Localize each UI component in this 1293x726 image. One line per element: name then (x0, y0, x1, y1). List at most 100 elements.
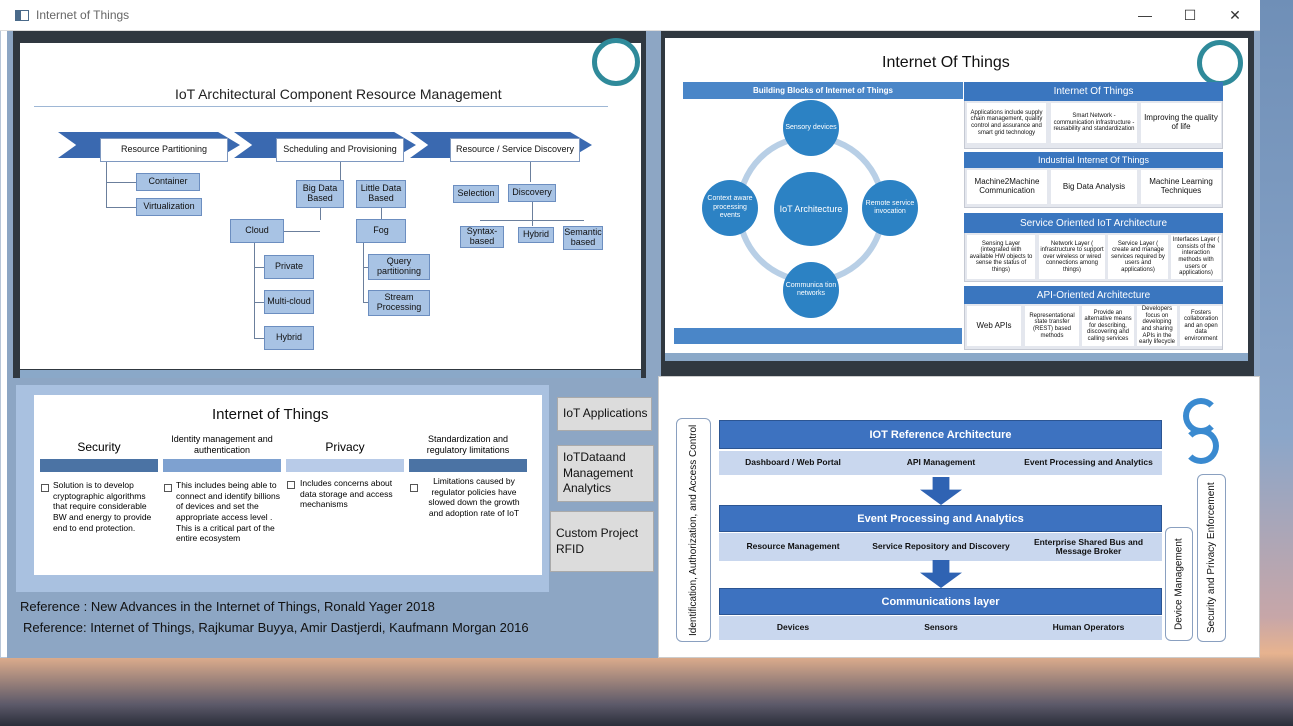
connector (320, 208, 321, 220)
col-text-standardization: Limitations caused by regulator policies… (428, 476, 520, 518)
connector (106, 182, 136, 183)
connector (363, 243, 364, 303)
layer-header: Event Processing and Analytics (719, 505, 1162, 532)
iot-header: Internet Of Things (964, 82, 1223, 101)
minimize-button[interactable]: — (1138, 7, 1152, 23)
layer-item: Resource Management (719, 533, 867, 561)
access-control-box (676, 418, 711, 642)
api-cell: Web APIs (967, 306, 1021, 346)
iot-cell: Smart Network - communication infrastruc… (1051, 103, 1137, 143)
custom-project-button[interactable]: Custom Project RFID (550, 511, 654, 572)
connector (106, 162, 107, 208)
soa-cell: Service Layer ( create and manage servic… (1108, 235, 1168, 279)
cloud: Cloud (230, 219, 284, 243)
layer-item: API Management (867, 451, 1015, 475)
iiot-header: Industrial Internet Of Things (964, 152, 1223, 168)
service-discovery: Resource / Service Discovery (450, 138, 580, 162)
bullet-icon (410, 484, 418, 492)
color-bar (286, 459, 404, 472)
window-title: Internet of Things (36, 8, 130, 22)
iot-data-analytics-button[interactable]: IoTDataand Management Analytics (557, 445, 654, 502)
iiot-cell: Machine2Machine Communication (967, 170, 1047, 204)
connector (106, 207, 136, 208)
title-bar (0, 0, 1260, 31)
layer-item: Sensors (867, 616, 1015, 640)
connector (363, 267, 369, 268)
remote-service-circle: Remote service invocation (862, 180, 918, 236)
connector (363, 302, 369, 303)
app-icon (15, 10, 29, 21)
layer-item: Event Processing and Analytics (1015, 451, 1162, 475)
slide-footer-bar (665, 353, 1248, 361)
divider (34, 106, 608, 107)
slide-canvas (34, 395, 542, 575)
connector (254, 267, 264, 268)
accent-bar (674, 328, 962, 344)
hybrid: Hybrid (264, 326, 314, 350)
semantic-based: Semantic based (563, 226, 603, 250)
connector (254, 243, 255, 339)
close-button[interactable]: ✕ (1229, 7, 1241, 23)
layer-item: Enterprise Shared Bus and Message Broker (1015, 533, 1162, 561)
cycle-icon (1183, 428, 1219, 464)
big-data-based: Big Data Based (296, 180, 344, 208)
discovery: Discovery (508, 184, 556, 202)
color-bar (163, 459, 281, 472)
slide-title: IoT Architectural Component Resource Man… (175, 86, 502, 102)
sensory-devices-circle: Sensory devices (783, 100, 839, 156)
iot-cell: Improving the quality of life (1141, 103, 1221, 143)
resource-partitioning: Resource Partitioning (100, 138, 228, 162)
iot-applications-button[interactable]: IoT Applications (557, 397, 652, 431)
security-box (1197, 474, 1226, 642)
api-cell: Fosters collaboration and an open data e… (1180, 306, 1222, 346)
bullet-icon (164, 484, 172, 492)
layer-item: Service Repository and Discovery (867, 533, 1015, 561)
scheduling-provisioning: Scheduling and Provisioning (276, 138, 404, 162)
multi-cloud: Multi-cloud (264, 290, 314, 314)
col-text-identity: This includes being able to connect and … (176, 480, 280, 544)
connector (254, 338, 264, 339)
color-bar (40, 459, 158, 472)
layer-header: Communications layer (719, 588, 1162, 615)
building-blocks-title: Building Blocks of Internet of Things (683, 82, 963, 99)
security-label: Security and Privacy Enforcement (1206, 482, 1217, 634)
private: Private (264, 255, 314, 279)
api-header: API-Oriented Architecture (964, 286, 1223, 304)
layer-header: IOT Reference Architecture (719, 420, 1162, 449)
virtualization: Virtualization (136, 198, 202, 216)
col-head-security: Security (77, 440, 121, 454)
connector (480, 220, 584, 221)
api-cell: Provide an alternative means for describ… (1082, 306, 1134, 346)
layer-item: Devices (719, 616, 867, 640)
stream-processing: Stream Processing (368, 290, 430, 316)
iot-cell: Applications include supply chain manage… (967, 103, 1046, 143)
little-data-based: Little Data Based (356, 180, 406, 208)
reference-2: Reference: Internet of Things, Rajkumar … (23, 620, 529, 635)
api-cell: Developers focus on developing and shari… (1137, 306, 1177, 346)
syntax-based: Syntax-based (460, 226, 504, 248)
connector (381, 208, 382, 220)
color-bar (409, 459, 527, 472)
iiot-cell: Machine Learning Techniques (1141, 170, 1221, 204)
maximize-button[interactable]: ☐ (1183, 7, 1197, 23)
soa-cell: Interfaces Layer ( consists of the inter… (1171, 235, 1221, 279)
connector (254, 302, 264, 303)
bullet-icon (41, 484, 49, 492)
soa-cell: Network Layer ( infrastructure to suppor… (1039, 235, 1105, 279)
access-control-label: Identification, Authorization, and Acces… (688, 424, 699, 636)
communication-networks-circle: Communica tion networks (783, 262, 839, 318)
logo-icon (1197, 40, 1243, 86)
iiot-cell: Big Data Analysis (1051, 170, 1137, 204)
connector (532, 202, 533, 226)
selection: Selection (453, 185, 499, 203)
bullet-icon (287, 481, 295, 489)
logo-icon (592, 38, 640, 86)
reference-1: Reference : New Advances in the Internet… (20, 599, 435, 614)
soa-header: Service Oriented IoT Architecture (964, 213, 1223, 233)
layer-item: Dashboard / Web Portal (719, 451, 867, 475)
layer-item: Human Operators (1015, 616, 1162, 640)
soa-cell: Sensing Layer (integrated with available… (967, 235, 1035, 279)
iot-architecture-circle: IoT Architecture (774, 172, 848, 246)
col-text-privacy: Includes concerns about data storage and… (300, 478, 393, 510)
container: Container (136, 173, 200, 191)
